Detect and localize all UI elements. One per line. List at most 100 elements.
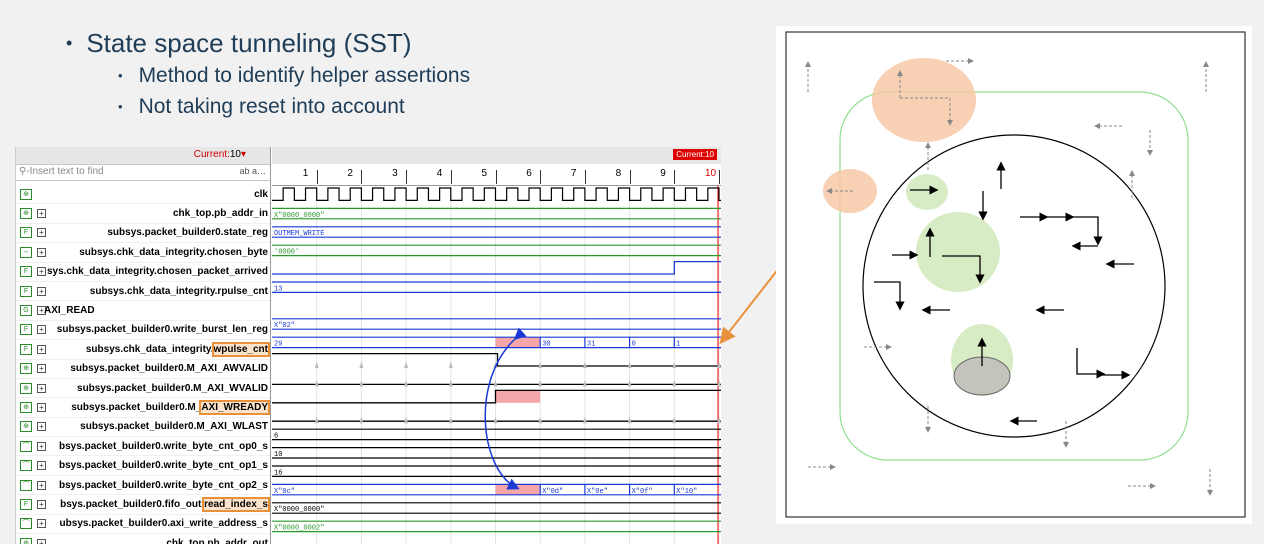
event-marker (359, 416, 364, 424)
signal-type-icon: G (20, 305, 32, 317)
grey-transitions (805, 58, 1213, 496)
expand-icon[interactable]: + (37, 306, 46, 316)
legal-states-circle (862, 134, 1166, 438)
expand-icon[interactable]: + (37, 402, 46, 412)
orange-state-blob (872, 58, 976, 142)
signal-row[interactable]: ⊕+subsys.packet_builder0.M_AXI_WREADY (16, 398, 270, 418)
signal-row[interactable]: ⊕+subsys.packet_builder0.M_AXI_WVALID (16, 379, 270, 399)
time-tick-mark (316, 170, 318, 184)
event-marker (493, 380, 498, 387)
time-tick-label: 3 (392, 168, 398, 179)
waveform-viewer: Current:10▾ ⚲-Insert text to find ab a… … (15, 147, 721, 544)
bus-value-label: X"02" (274, 322, 295, 330)
event-marker (448, 380, 453, 387)
signal-row[interactable]: ⊕+chk_top.pb_addr_out (16, 534, 270, 544)
signal-row[interactable]: ⊕+subsys.packet_builder0.M_AXI_WLAST (16, 418, 270, 438)
time-tick-label: 7 (570, 168, 577, 179)
signal-row[interactable]: F+subsys.packet_builder0.write_burst_len… (16, 321, 270, 341)
signal-name: subsys.packet_builder0.M_AXI_WREADY (71, 399, 270, 415)
event-marker (359, 380, 364, 387)
event-marker (404, 361, 409, 368)
bus-value-label: 31 (587, 341, 595, 349)
signal-row[interactable]: F+bsys.packet_builder0.fifo_out.read_ind… (16, 495, 270, 515)
expand-icon[interactable]: + (37, 325, 46, 335)
signal-type-icon: ⊕ (20, 382, 32, 394)
event-marker (448, 416, 453, 424)
signal-name: subsys.packet_builder0.M_AXI_WLAST (80, 421, 268, 433)
search-options-button[interactable]: ab a… (239, 166, 266, 176)
signal-row[interactable]: F+subsys.chk_data_integrity.rpulse_cnt (16, 282, 270, 302)
expand-icon[interactable]: + (37, 499, 46, 509)
expand-icon[interactable]: + (37, 383, 46, 393)
expand-icon[interactable]: + (37, 344, 46, 354)
time-tick-mark (540, 170, 542, 184)
signal-type-icon: F (20, 285, 32, 297)
signal-row[interactable]: -◦+subsys.chk_data_integrity.chosen_byte (16, 243, 270, 263)
expand-icon[interactable]: + (37, 422, 46, 432)
expand-icon[interactable]: + (37, 228, 46, 238)
signal-row[interactable]: ⊕+chk_top.pb_addr_in (16, 204, 270, 224)
signal-row[interactable]: F+subsys.packet_builder0.state_reg (16, 224, 270, 244)
signal-type-icon: ⊕ (20, 188, 32, 200)
signal-type-icon: ⌒ (20, 440, 32, 452)
event-marker (717, 361, 721, 368)
event-marker (538, 380, 543, 387)
bullet-sub-2: •Not taking reset into account (118, 91, 470, 122)
signal-name-prefix: bsys.packet_builder0.fifo_out. (60, 498, 205, 510)
signal-row[interactable]: ⌒+bsys.packet_builder0.write_byte_cnt_op… (16, 437, 270, 457)
signal-name-highlight: read_index_s (202, 496, 270, 512)
signal-row[interactable]: G+AXI_READ (16, 301, 270, 321)
expand-icon[interactable]: + (37, 480, 46, 490)
green-state-blob-2 (916, 212, 1000, 292)
expand-icon[interactable]: + (37, 286, 46, 296)
expand-icon[interactable]: + (37, 441, 46, 451)
waveform-header: Current:10 (272, 147, 721, 164)
signal-row[interactable]: ⊕ clk (16, 185, 270, 205)
bullet-main: •State space tunneling (SST) (66, 28, 412, 58)
event-marker (314, 361, 319, 368)
signal-row[interactable]: ⌒ + bsys.packet_builder0.write_byte_cnt_op… (16, 456, 270, 476)
highlight-segment (495, 337, 541, 348)
time-tick-mark (495, 170, 497, 184)
slide-bullets: •State space tunneling (SST) •Method to … (66, 26, 470, 122)
bus-value-label: X"0f" (632, 488, 653, 496)
signal-trace (272, 260, 721, 275)
signal-row[interactable]: ⌒+bsys.packet_builder0.write_byte_cnt_op… (16, 476, 270, 496)
search-input[interactable]: ⚲-Insert text to find (19, 166, 104, 177)
signal-name: bsys.packet_builder0.write_byte_cnt_op1_… (59, 460, 268, 472)
signal-row[interactable]: F+subsys.chk_data_integrity.wpulse_cnt (16, 340, 271, 360)
signal-trace (272, 352, 721, 367)
signal-type-icon: ⌒ (20, 479, 32, 491)
signal-search-bar[interactable]: ⚲-Insert text to find ab a… (16, 165, 270, 181)
bus-value-label: X"0d" (542, 488, 563, 496)
expand-icon[interactable]: + (37, 461, 46, 471)
signal-row[interactable]: ⊕+subsys.packet_builder0.M_AXI_AWVALID (16, 360, 270, 379)
highlight-segment (495, 484, 541, 495)
black-transitions (874, 161, 1134, 426)
time-tick-mark (629, 170, 631, 184)
expand-icon[interactable]: + (37, 267, 46, 277)
event-marker (627, 361, 632, 368)
bus-value-label: 30 (542, 341, 550, 349)
signal-name: subsys.chk_data_integrity.wpulse_cnt (85, 341, 271, 357)
time-tick-mark (584, 170, 586, 184)
expand-icon[interactable]: + (37, 364, 46, 374)
signal-type-icon: ⊕ (20, 208, 32, 220)
signal-type-icon: ⌒ (20, 460, 32, 472)
cursor-flag[interactable]: Current:10 (673, 149, 717, 160)
signal-row[interactable]: ⌒+ubsys.packet_builder0.axi_write_addres… (16, 515, 270, 535)
current-time-dropdown[interactable]: Current:10▾ (193, 149, 246, 160)
expand-icon[interactable]: + (37, 247, 46, 257)
signal-list-pane: Current:10▾ ⚲-Insert text to find ab a… … (16, 147, 271, 544)
event-marker (404, 416, 409, 424)
signal-name: clk (254, 188, 268, 200)
bullet-sub-1-text: Method to identify helper assertions (138, 64, 471, 87)
expand-icon[interactable]: + (37, 519, 46, 529)
signal-row[interactable]: F+sys.chk_data_integrity.chosen_packet_a… (16, 263, 270, 282)
signal-type-icon: -◦ (20, 246, 32, 258)
signal-name-prefix: subsys.chk_data_integrity. (85, 343, 214, 355)
expand-icon[interactable]: + (37, 209, 46, 219)
expand-icon[interactable]: + (37, 538, 46, 544)
